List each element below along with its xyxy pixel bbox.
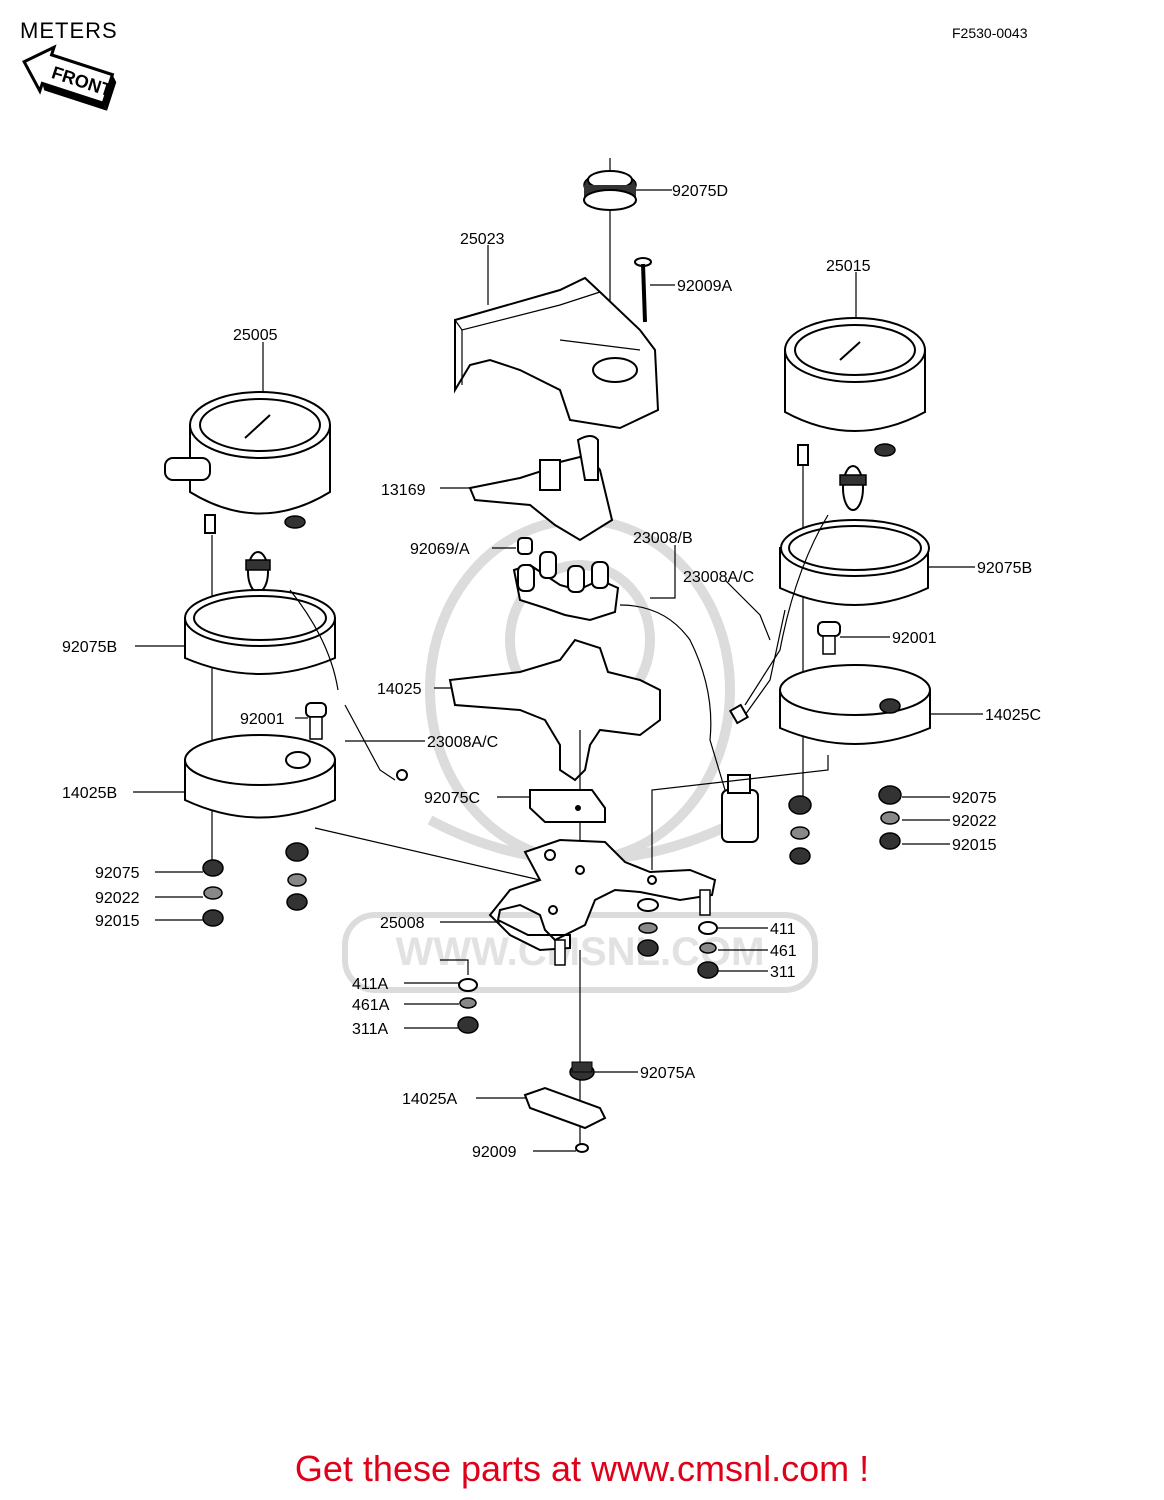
washer-stack-b <box>697 921 719 979</box>
page-title: METERS <box>20 18 118 43</box>
part-label: 23008/B <box>633 530 693 547</box>
screw-92009a <box>634 257 652 323</box>
part-label: 92075B <box>977 560 1032 577</box>
bolt-92001-left <box>305 702 327 740</box>
part-label: 13169 <box>381 482 426 499</box>
part-label: 92075A <box>640 1065 695 1082</box>
part-label: 92009A <box>677 278 732 295</box>
hardware-stack-left <box>202 842 309 927</box>
part-label: 311 <box>770 964 796 981</box>
leader-lines <box>133 189 983 1152</box>
cover-14025b <box>184 734 336 819</box>
screw-92009 <box>575 1143 589 1153</box>
part-label: 14025 <box>377 681 422 698</box>
part-label: 14025A <box>402 1091 457 1108</box>
part-label: 92022 <box>95 890 140 907</box>
part-label: 461A <box>352 997 390 1014</box>
part-label: 92069/A <box>410 541 470 558</box>
part-label: 461 <box>770 943 797 960</box>
part-label: 25005 <box>233 327 278 344</box>
meter-25005 <box>164 391 331 534</box>
part-label: 92075B <box>62 639 117 656</box>
grommet-92075d <box>583 170 637 211</box>
part-label: 92075D <box>672 183 728 200</box>
part-label: 14025B <box>62 785 117 802</box>
part-label: 92075 <box>95 865 140 882</box>
washer-stack-a <box>457 978 479 1034</box>
part-label: 92001 <box>892 630 937 647</box>
part-label: 23008A/C <box>683 569 754 586</box>
part-label: 411A <box>352 976 389 993</box>
washer-stack-c <box>637 898 659 957</box>
part-label: 92075 <box>952 790 997 807</box>
cta-link[interactable]: Get these parts at www.cmsnl.com ! <box>294 1448 870 1489</box>
part-labels: 92075D 25023 92009A 25015 25005 13169 92… <box>62 183 1041 1161</box>
grommet-92075a <box>569 1061 595 1081</box>
part-label: 92009 <box>472 1144 517 1161</box>
part-label: 311A <box>352 1021 389 1038</box>
socket-holder-92075b-right <box>744 465 930 706</box>
bracket-14025 <box>448 638 661 782</box>
part-label: 25008 <box>380 915 425 932</box>
bracket-25008 <box>488 838 717 966</box>
meter-housing-25023 <box>454 276 660 430</box>
damper-plate-92075c <box>529 789 606 823</box>
part-label: 23008A/C <box>427 734 498 751</box>
part-label: 92022 <box>952 813 997 830</box>
cover-14025c <box>779 664 931 745</box>
hardware-stack-right <box>788 785 902 865</box>
part-label: 14025C <box>985 707 1041 724</box>
bulb-sockets-92069a <box>512 537 620 622</box>
part-label: 92075C <box>424 790 480 807</box>
plate-14025a <box>523 1086 607 1130</box>
part-label: 92015 <box>95 913 140 930</box>
meter-25015 <box>784 317 926 466</box>
diagram-code: F2530-0043 <box>952 25 1028 41</box>
part-label: 25015 <box>826 258 871 275</box>
part-label: 411 <box>770 921 796 938</box>
part-label: 92001 <box>240 711 285 728</box>
bolt-92001-right <box>817 621 841 655</box>
connector-23008b <box>721 774 759 843</box>
indicator-plate-13169 <box>468 435 614 542</box>
part-label: 25023 <box>460 231 505 248</box>
part-label: 92015 <box>952 837 997 854</box>
front-arrow-icon: FRONT <box>22 44 117 111</box>
socket-holder-92075b-left <box>184 551 339 691</box>
